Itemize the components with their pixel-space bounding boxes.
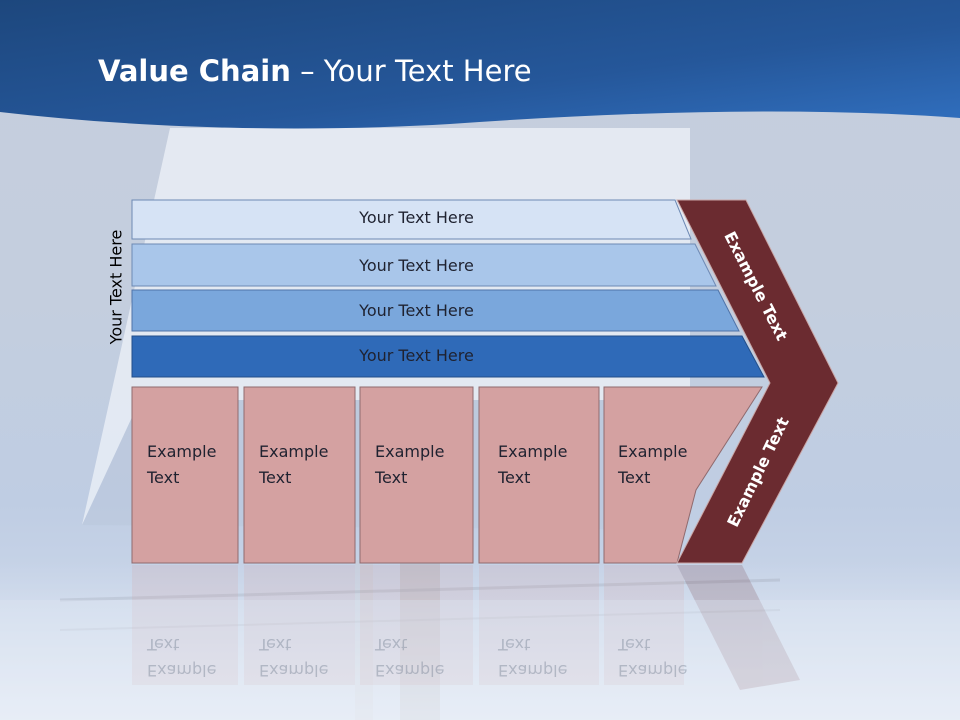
side-label: Your Text Here: [106, 229, 126, 345]
bar-1-shape: [131, 199, 692, 240]
title-rest: – Your Text Here: [290, 54, 532, 88]
box-1-shape: [131, 386, 239, 564]
bar-3-label: Your Text Here: [359, 301, 474, 320]
box-5-shape: [603, 386, 763, 564]
bar-2-label: Your Text Here: [359, 256, 474, 275]
header-wave: [0, 0, 960, 129]
diagram-reflection: [132, 565, 800, 690]
bar-3-shape: [131, 289, 740, 332]
bar-4-label: Your Text Here: [359, 346, 474, 365]
box-3-shape: [359, 386, 474, 564]
box-2-shape: [243, 386, 356, 564]
box-4-shape: [478, 386, 600, 564]
bar-1-label: Your Text Here: [359, 208, 474, 227]
slide-title: Value Chain – Your Text Here: [98, 54, 532, 88]
bar-2-shape: [131, 243, 717, 287]
bar-4-shape: [131, 335, 765, 378]
title-bold: Value Chain: [98, 54, 291, 88]
chevron-shape: [676, 199, 839, 564]
